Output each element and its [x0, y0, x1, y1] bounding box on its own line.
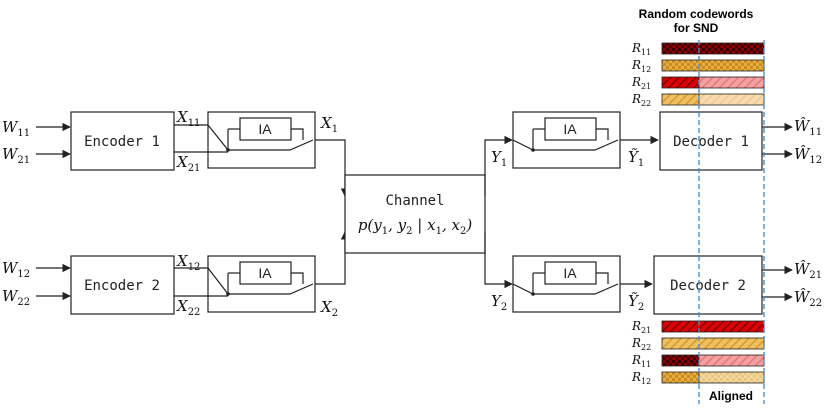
codeword-bottom-r21: R21: [631, 319, 765, 335]
codeword-top-r21: R21: [631, 75, 765, 91]
decoder-1-label: Decoder 1: [673, 134, 749, 150]
header-title-line2: for SND: [674, 21, 719, 35]
svg-text:R12: R12: [631, 58, 651, 74]
output-what22-label: Ŵ22: [794, 288, 822, 309]
header-title-line1: Random codewords: [639, 7, 754, 21]
svg-text:R11: R11: [631, 41, 651, 57]
decoder-2-block: Decoder 2: [653, 255, 763, 315]
svg-text:R12: R12: [631, 370, 651, 386]
decoder-2-label: Decoder 2: [670, 278, 746, 294]
ia-label-rx1: IA: [563, 121, 577, 137]
label-x22: X22: [176, 297, 200, 318]
svg-text:R11: R11: [631, 353, 651, 369]
encoder-1-label: Encoder 1: [84, 134, 160, 150]
encoder-1-block: Encoder 1: [70, 111, 175, 171]
channel-title: Channel: [385, 193, 444, 209]
channel-expression: p(y1, y2 | x1, x2): [358, 216, 473, 237]
svg-text:R21: R21: [631, 319, 651, 335]
codeword-top-r12: R12: [631, 58, 765, 74]
svg-text:R22: R22: [631, 92, 651, 108]
ia-block-tx1: IA: [207, 111, 316, 169]
label-y2: Y2: [491, 292, 507, 313]
encoder-2-label: Encoder 2: [84, 278, 160, 294]
output-what12-label: Ŵ12: [794, 145, 822, 166]
label-x11: X11: [176, 108, 200, 129]
svg-text:R21: R21: [631, 75, 651, 91]
label-x12: X12: [176, 252, 200, 273]
ia-label-tx2: IA: [258, 265, 272, 281]
output-what21-label: Ŵ21: [794, 260, 822, 281]
ia-label-tx1: IA: [258, 121, 272, 137]
label-x2: X2: [320, 298, 338, 319]
codeword-bottom-r11: R11: [631, 353, 765, 369]
label-y1: Y1: [491, 148, 507, 169]
input-w12-label: W12: [2, 259, 30, 280]
input-w11-label: W11: [2, 118, 30, 139]
codewords-bottom-group: R21 R22 R11 R12: [631, 319, 765, 386]
ia-label-rx2: IA: [563, 265, 577, 281]
ia-block-rx1: IA: [512, 111, 621, 169]
decoder-1-block: Decoder 1: [659, 111, 763, 171]
svg-text:R22: R22: [631, 336, 651, 352]
label-y1-tilde: Ỹ1: [628, 148, 644, 169]
wire-x1-to-channel: [315, 139, 350, 197]
channel-block: Channel p(y1, y2 | x1, x2): [344, 174, 486, 254]
ia-block-tx2: IA: [207, 255, 316, 313]
encoder-2-block: Encoder 2: [70, 255, 175, 315]
wire-channel-to-y1: [484, 135, 513, 196]
aligned-label: Aligned: [709, 389, 753, 403]
label-x21: X21: [176, 153, 200, 174]
input-w22-label: W22: [2, 287, 30, 308]
codeword-top-r22: R22: [631, 92, 765, 108]
label-x1: X1: [320, 114, 338, 135]
input-w21-label: W21: [2, 145, 30, 166]
ia-block-rx2: IA: [512, 255, 621, 313]
codeword-bottom-r12: R12: [631, 370, 765, 386]
output-what11-label: Ŵ11: [794, 117, 822, 138]
codeword-bottom-r22: R22: [631, 336, 765, 352]
wire-x2-to-channel: [315, 231, 350, 285]
codeword-top-r11: R11: [631, 41, 765, 57]
label-y2-tilde: Ỹ2: [628, 292, 644, 313]
codewords-top-group: R11 R12 R21 R22: [631, 41, 765, 108]
wire-channel-to-y2: [484, 232, 513, 289]
